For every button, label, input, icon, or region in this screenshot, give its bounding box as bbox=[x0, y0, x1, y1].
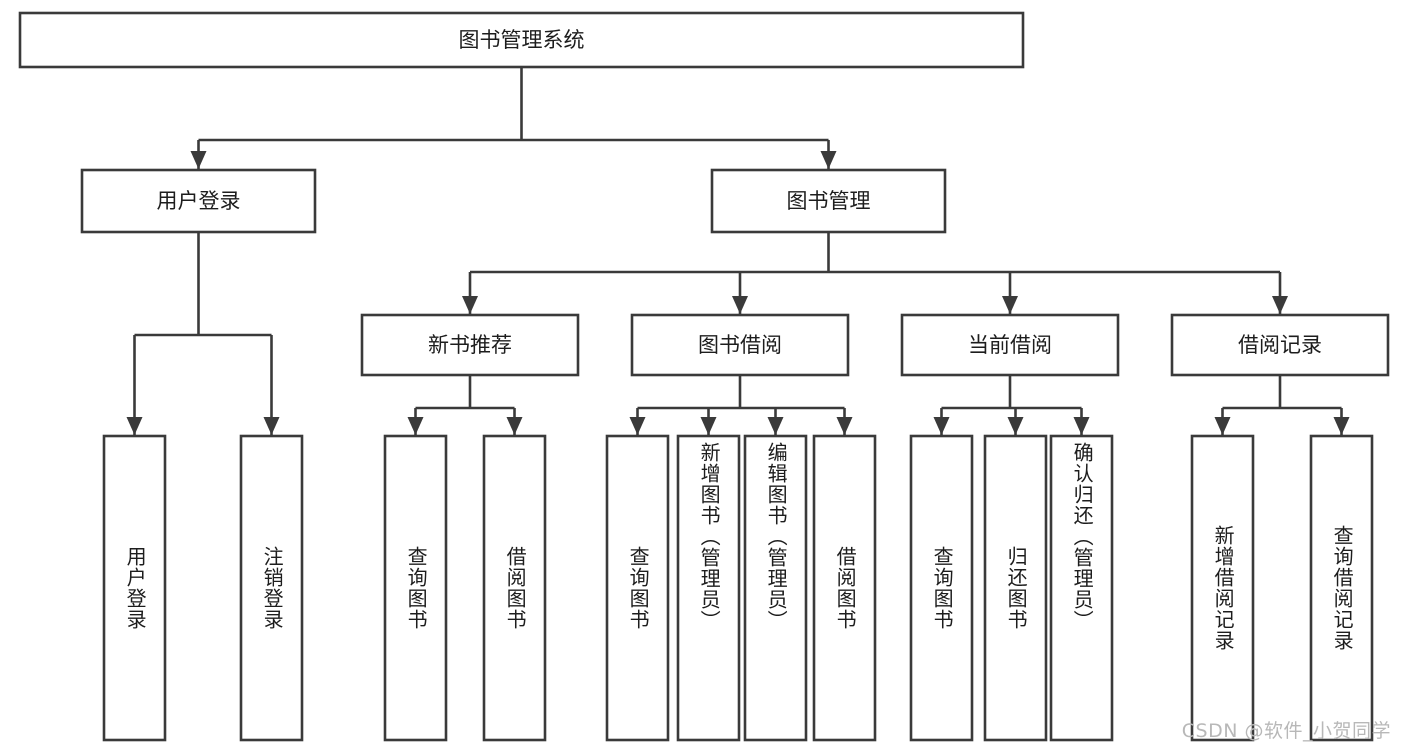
node-leaf-12[interactable] bbox=[1309, 434, 1374, 742]
edges-layer bbox=[126, 67, 1350, 435]
arrow-head-icon bbox=[732, 296, 748, 314]
node-level3-2-label: 当前借阅 bbox=[968, 333, 1052, 357]
arrow-head-icon bbox=[462, 296, 478, 314]
node-level2-1-label: 图书管理 bbox=[787, 189, 871, 213]
node-level3-0[interactable] bbox=[360, 313, 580, 377]
arrow-head-icon bbox=[190, 151, 207, 169]
node-root-0[interactable] bbox=[18, 11, 1025, 69]
node-leaf-9[interactable] bbox=[983, 434, 1048, 742]
arrow-head-icon bbox=[263, 417, 280, 435]
arrow-head-icon bbox=[767, 417, 784, 435]
arrow-head-icon bbox=[820, 151, 837, 169]
arrow-head-icon bbox=[1272, 296, 1288, 314]
node-leaf-7[interactable] bbox=[812, 434, 877, 742]
node-level2-0-label: 用户登录 bbox=[157, 189, 241, 213]
arrow-head-icon bbox=[126, 417, 143, 435]
node-leaf-3[interactable] bbox=[482, 434, 547, 742]
arrow-head-icon bbox=[1214, 417, 1231, 435]
arrow-head-icon bbox=[629, 417, 646, 435]
arrow-head-icon bbox=[1002, 296, 1018, 314]
node-level3-3-label: 借阅记录 bbox=[1238, 333, 1322, 357]
node-level3-3[interactable] bbox=[1170, 313, 1390, 377]
node-leaf-5[interactable] bbox=[676, 434, 741, 742]
node-root-0-label: 图书管理系统 bbox=[459, 28, 585, 52]
node-level3-2[interactable] bbox=[900, 313, 1120, 377]
node-leaf-6[interactable] bbox=[743, 434, 808, 742]
node-level3-0-label: 新书推荐 bbox=[428, 333, 512, 357]
node-level2-0[interactable] bbox=[80, 168, 317, 234]
node-leaf-11[interactable] bbox=[1190, 434, 1255, 742]
arrow-head-icon bbox=[933, 417, 950, 435]
arrow-head-icon bbox=[1073, 417, 1090, 435]
node-leaf-10[interactable] bbox=[1049, 434, 1114, 742]
node-level3-1[interactable] bbox=[630, 313, 850, 377]
arrow-head-icon bbox=[1007, 417, 1024, 435]
node-leaf-2[interactable] bbox=[383, 434, 448, 742]
arrow-head-icon bbox=[506, 417, 523, 435]
node-leaf-8[interactable] bbox=[909, 434, 974, 742]
node-level3-1-label: 图书借阅 bbox=[698, 333, 782, 357]
node-leaf-4[interactable] bbox=[605, 434, 670, 742]
arrow-head-icon bbox=[1333, 417, 1350, 435]
arrow-head-icon bbox=[836, 417, 853, 435]
arrow-head-icon bbox=[700, 417, 717, 435]
node-leaf-0[interactable] bbox=[102, 434, 167, 742]
arrow-head-icon bbox=[407, 417, 424, 435]
node-leaf-1[interactable] bbox=[239, 434, 304, 742]
node-level2-1[interactable] bbox=[710, 168, 947, 234]
